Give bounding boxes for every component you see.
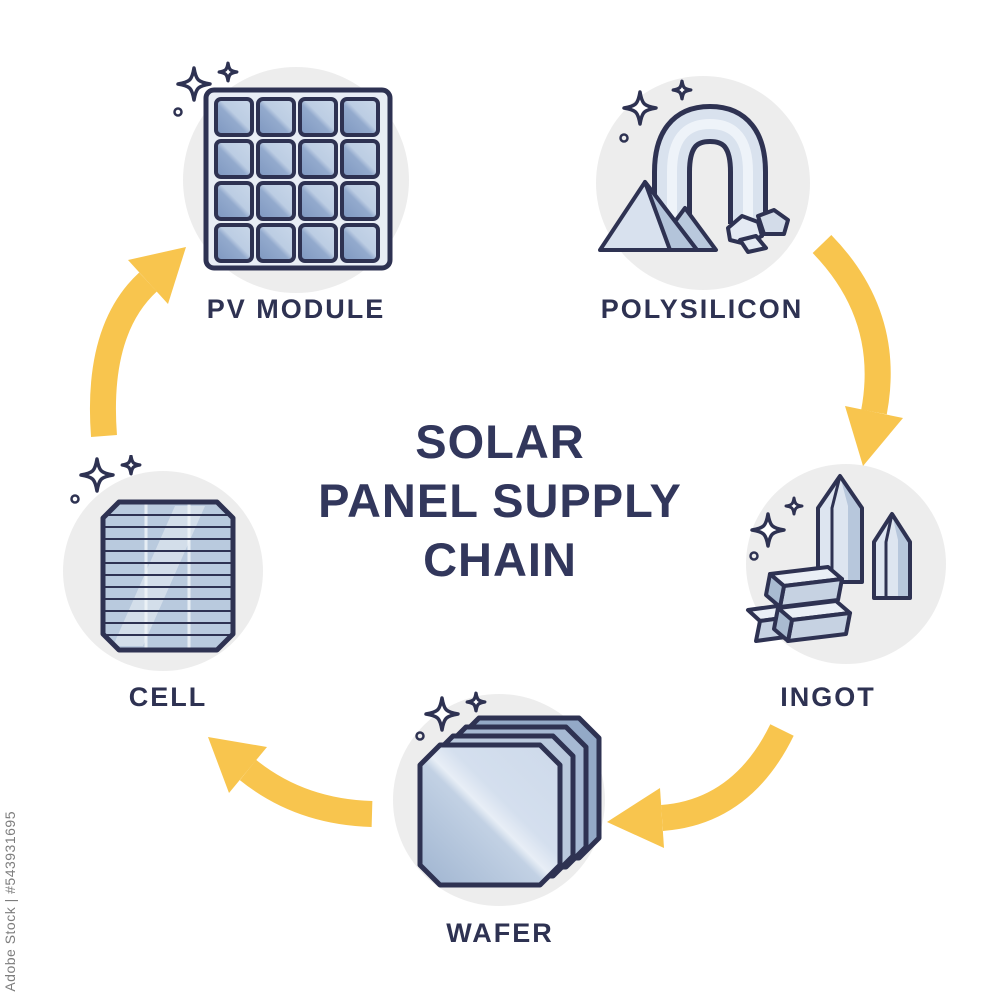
wafer-stack [417,715,602,888]
ingot-bars [746,565,852,643]
ingot-icon [746,474,912,643]
pv-module-icon [173,61,393,271]
title-line-3: CHAIN [423,533,577,586]
polysilicon-icon [598,79,790,254]
label-polysilicon: POLYSILICON [600,294,804,324]
cell-square [100,499,236,653]
sparkle-icon [619,79,693,143]
polysilicon-rocks [726,208,790,254]
cell-icon [70,455,236,653]
label-cell: CELL [128,682,208,712]
title-line-2: PANEL SUPPLY [318,474,682,527]
polysilicon-arch [652,103,768,224]
stock-watermark: Adobe Stock | #543931695 [2,811,18,992]
sparkle-icon [173,61,239,117]
arrow-ingot-to-wafer [607,724,794,848]
arrow-wafer-to-cell [208,737,373,827]
label-ingot: INGOT [780,682,876,712]
sparkle-icon [415,691,487,741]
title-line-1: SOLAR [415,415,585,468]
sparkle-icon [70,455,142,504]
ingot-crystals [816,474,912,600]
sparkle-icon [749,496,804,561]
arrow-polysilicon-to-ingot [812,234,903,466]
label-pv-module: PV MODULE [206,294,386,324]
label-wafer: WAFER [446,918,554,948]
polysilicon-pyramid [598,180,718,252]
page-title: SOLAR PANEL SUPPLY CHAIN [230,412,770,589]
wafer-icon [415,691,602,888]
